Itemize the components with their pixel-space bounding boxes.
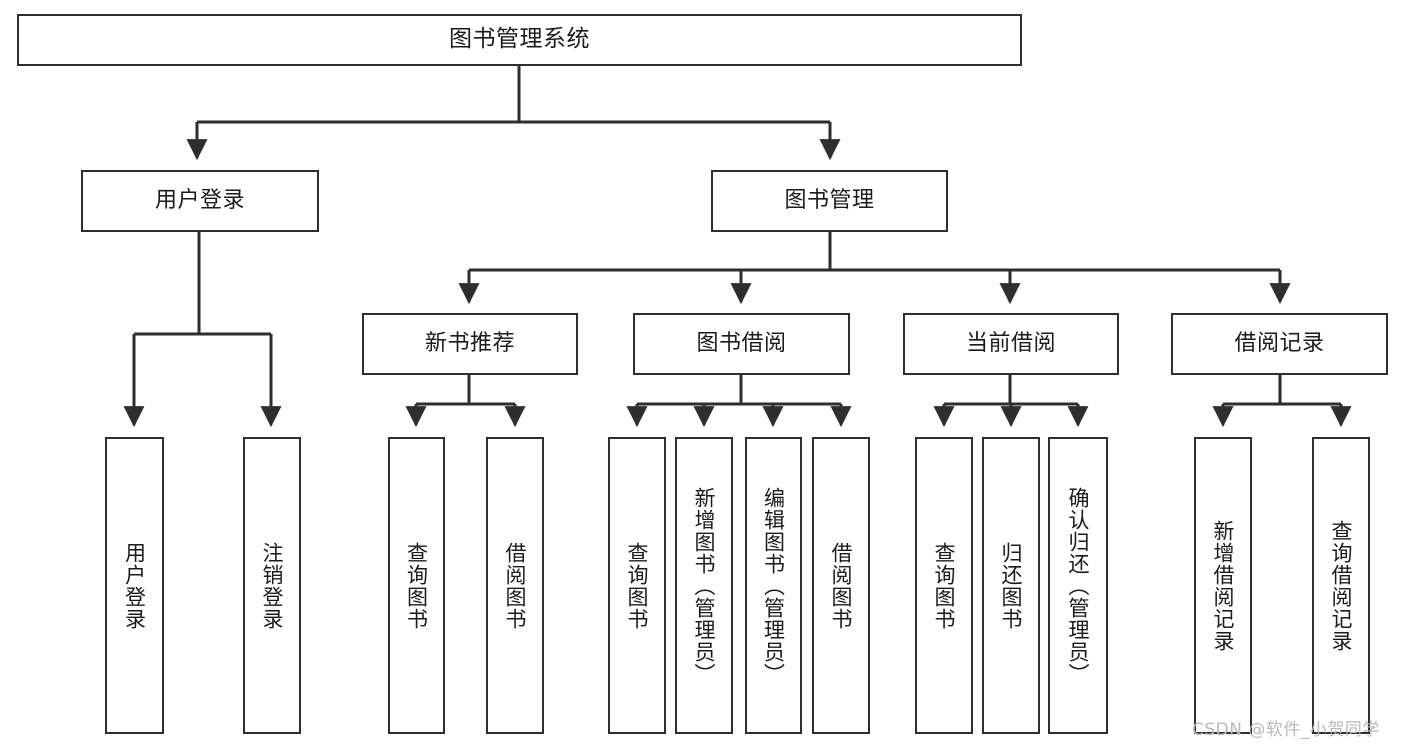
node-root[interactable]: 图书管理系统: [17, 14, 1022, 66]
node-new-book-recommend-label: 新书推荐: [424, 331, 515, 357]
leaf-return-book[interactable]: 归还图书: [982, 437, 1040, 734]
leaf-borrow-book-label: 借阅图书: [829, 541, 854, 630]
node-user-login[interactable]: 用户登录: [81, 170, 319, 232]
leaf-add-borrow-record-label: 新增借阅记录: [1211, 519, 1236, 652]
leaf-query-book-current[interactable]: 查询图书: [915, 437, 973, 734]
leaf-query-borrow-record-label: 查询借阅记录: [1329, 519, 1354, 652]
leaf-logout-label: 注销登录: [260, 541, 285, 630]
node-book-management-label: 图书管理: [784, 188, 875, 214]
leaf-query-book-current-label: 查询图书: [932, 541, 957, 630]
leaf-edit-book-admin[interactable]: 编辑图书（管理员）: [745, 437, 802, 734]
node-current-borrow-label: 当前借阅: [965, 331, 1056, 357]
csdn-watermark: CSDN @软件_小贺同学: [1192, 720, 1380, 740]
node-book-management[interactable]: 图书管理: [711, 170, 948, 232]
leaf-confirm-return-admin-label: 确认归还（管理员）: [1066, 486, 1091, 685]
node-borrow-record-label: 借阅记录: [1234, 331, 1325, 357]
leaf-query-borrow-record[interactable]: 查询借阅记录: [1312, 437, 1370, 734]
node-current-borrow[interactable]: 当前借阅: [903, 313, 1119, 375]
leaf-query-book-recommend-label: 查询图书: [404, 541, 429, 630]
leaf-logout[interactable]: 注销登录: [243, 437, 301, 734]
leaf-add-book-admin[interactable]: 新增图书（管理员）: [675, 437, 733, 734]
node-borrow-record[interactable]: 借阅记录: [1171, 313, 1388, 375]
leaf-borrow-book-recommend-label: 借阅图书: [503, 541, 528, 630]
leaf-borrow-book-recommend[interactable]: 借阅图书: [486, 437, 544, 734]
leaf-user-login[interactable]: 用户登录: [105, 437, 164, 734]
leaf-query-book-recommend[interactable]: 查询图书: [388, 437, 445, 734]
leaf-query-book-borrow[interactable]: 查询图书: [608, 437, 666, 734]
node-book-borrow[interactable]: 图书借阅: [633, 313, 850, 375]
leaf-user-login-label: 用户登录: [122, 541, 147, 630]
leaf-add-book-admin-label: 新增图书（管理员）: [692, 486, 717, 685]
node-new-book-recommend[interactable]: 新书推荐: [362, 313, 578, 375]
node-root-label: 图书管理系统: [449, 26, 590, 53]
leaf-borrow-book[interactable]: 借阅图书: [812, 437, 870, 734]
leaf-add-borrow-record[interactable]: 新增借阅记录: [1194, 437, 1252, 734]
node-user-login-label: 用户登录: [154, 188, 245, 214]
leaf-query-book-borrow-label: 查询图书: [625, 541, 650, 630]
leaf-edit-book-admin-label: 编辑图书（管理员）: [761, 486, 786, 685]
leaf-return-book-label: 归还图书: [999, 541, 1024, 630]
leaf-confirm-return-admin[interactable]: 确认归还（管理员）: [1048, 437, 1108, 734]
node-book-borrow-label: 图书借阅: [696, 331, 787, 357]
